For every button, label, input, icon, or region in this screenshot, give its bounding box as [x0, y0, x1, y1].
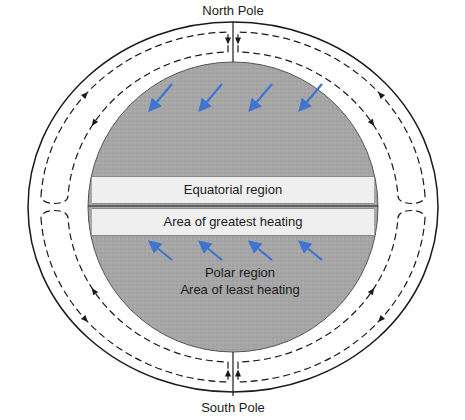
flow-arrowhead [81, 90, 90, 99]
flow-arrowhead [235, 37, 241, 44]
equator-line [88, 205, 378, 206]
heat-arrow [250, 84, 272, 110]
flow-arrowhead [376, 315, 385, 324]
flow-arrowhead [89, 286, 98, 295]
pole-label: North Pole [202, 3, 263, 19]
band-label: Area of greatest heating [164, 214, 303, 230]
heat-arrow [150, 242, 172, 260]
heat-arrow [300, 84, 322, 110]
atmosphere-outline [28, 22, 438, 392]
flow-arrowhead [225, 37, 231, 44]
axis-line [232, 352, 233, 396]
axis-line [232, 22, 233, 62]
region-label: Area of least heating [180, 282, 299, 298]
heat-arrow [250, 242, 272, 260]
flow-arrowhead [376, 90, 385, 99]
heat-arrow [200, 84, 222, 110]
pole-label: South Pole [201, 400, 265, 416]
heat-arrow [200, 242, 222, 260]
heat-arrow [150, 84, 172, 110]
flow-arrowhead [81, 315, 90, 324]
heating-band: Equatorial region [92, 176, 374, 204]
flow-arrowhead [368, 286, 377, 295]
heating-band: Area of greatest heating [92, 208, 374, 236]
heat-arrow [300, 242, 322, 260]
flow-arrowhead [235, 370, 241, 377]
earth-disc [88, 62, 378, 352]
flow-arrowhead [89, 119, 98, 128]
flow-arrowhead [225, 370, 231, 377]
band-label: Equatorial region [184, 182, 282, 198]
region-label: Polar region [205, 265, 275, 281]
flow-arrowhead [368, 119, 377, 128]
